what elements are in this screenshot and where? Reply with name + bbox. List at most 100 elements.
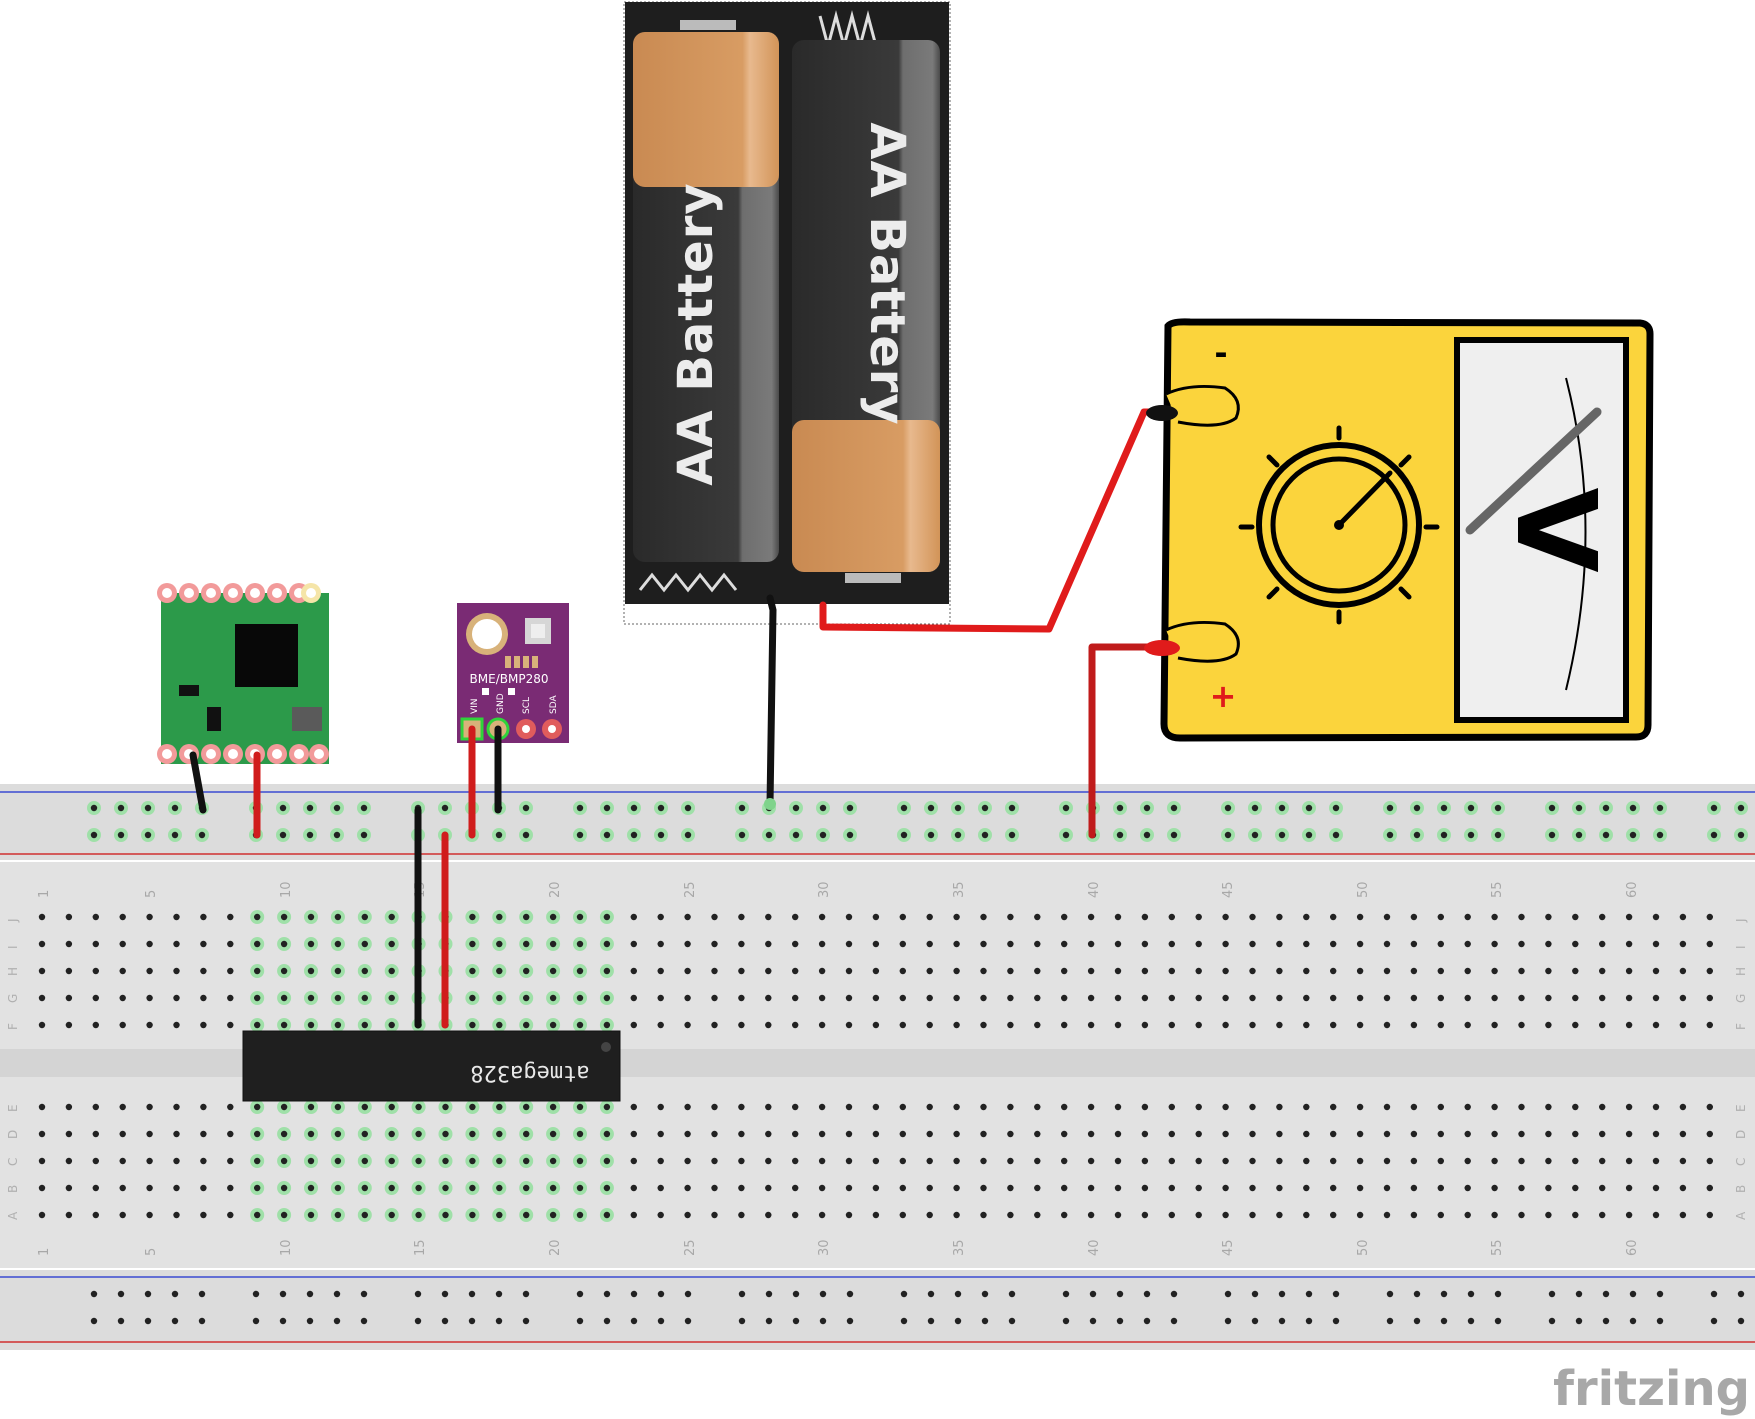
breadboard-hole[interactable] (630, 1157, 637, 1165)
breadboard-hole[interactable] (818, 940, 826, 948)
rail-hole[interactable] (1413, 804, 1421, 812)
breadboard-hole[interactable] (1545, 1021, 1552, 1029)
breadboard-hole[interactable] (1706, 940, 1714, 948)
breadboard-hole[interactable] (280, 967, 288, 975)
rail-hole[interactable] (90, 831, 98, 839)
breadboard-hole[interactable] (119, 1103, 126, 1111)
rail-hole[interactable] (603, 831, 611, 839)
breadboard-hole[interactable] (1464, 1103, 1471, 1111)
breadboard-hole[interactable] (576, 994, 584, 1002)
breadboard-hole[interactable] (899, 1103, 906, 1111)
breadboard-hole[interactable] (1195, 913, 1202, 921)
rail-hole[interactable] (1386, 804, 1394, 812)
breadboard-hole[interactable] (711, 994, 718, 1002)
breadboard-hole[interactable] (1652, 1211, 1660, 1219)
breadboard-hole[interactable] (1652, 1021, 1660, 1029)
breadboard-hole[interactable] (146, 940, 153, 948)
breadboard-hole[interactable] (845, 913, 853, 921)
rail-hole[interactable] (1251, 804, 1259, 812)
breadboard-hole[interactable] (469, 913, 476, 921)
rail-hole[interactable] (198, 831, 206, 839)
breadboard-hole[interactable] (1222, 1184, 1229, 1192)
breadboard-hole[interactable] (200, 913, 207, 921)
rail-hole[interactable] (981, 831, 989, 839)
breadboard-hole[interactable] (818, 1184, 826, 1192)
rail-hole[interactable] (846, 1317, 854, 1325)
breadboard-hole[interactable] (980, 1157, 987, 1165)
breadboard-hole[interactable] (415, 1157, 422, 1165)
breadboard-hole[interactable] (1652, 1184, 1660, 1192)
rail-hole[interactable] (117, 831, 125, 839)
breadboard-hole[interactable] (1356, 1157, 1364, 1165)
breadboard-hole[interactable] (65, 1130, 73, 1138)
rail-hole[interactable] (1737, 831, 1745, 839)
breadboard-hole[interactable] (980, 913, 987, 921)
breadboard-hole[interactable] (1114, 967, 1122, 975)
rail-hole[interactable] (414, 1290, 422, 1298)
breadboard-hole[interactable] (792, 1211, 799, 1219)
breadboard-hole[interactable] (1464, 967, 1471, 975)
breadboard-hole[interactable] (65, 1157, 73, 1165)
rail-hole[interactable] (1494, 1317, 1502, 1325)
breadboard-hole[interactable] (1706, 1211, 1714, 1219)
rail-hole[interactable] (1467, 1317, 1475, 1325)
breadboard-hole[interactable] (1303, 1211, 1310, 1219)
rail-hole[interactable] (981, 1317, 989, 1325)
rail-hole[interactable] (333, 1290, 341, 1298)
breadboard-hole[interactable] (1410, 1021, 1418, 1029)
breadboard-hole[interactable] (1114, 1211, 1122, 1219)
breadboard-hole[interactable] (227, 1157, 234, 1165)
breadboard-hole[interactable] (415, 1184, 422, 1192)
breadboard-hole[interactable] (1545, 994, 1552, 1002)
rail-hole[interactable] (1548, 831, 1556, 839)
rail-hole[interactable] (468, 1290, 476, 1298)
breadboard-hole[interactable] (307, 994, 315, 1002)
breadboard-hole[interactable] (38, 913, 46, 921)
breadboard-hole[interactable] (119, 967, 126, 975)
breadboard-hole[interactable] (1168, 1211, 1176, 1219)
breadboard-hole[interactable] (684, 1103, 691, 1111)
breadboard-hole[interactable] (254, 1130, 261, 1138)
breadboard-hole[interactable] (146, 913, 153, 921)
breadboard-hole[interactable] (845, 1130, 853, 1138)
breadboard-hole[interactable] (1249, 913, 1256, 921)
breadboard-hole[interactable] (496, 967, 503, 975)
breadboard-hole[interactable] (388, 1211, 395, 1219)
breadboard-hole[interactable] (845, 994, 853, 1002)
rail-hole[interactable] (657, 1317, 665, 1325)
breadboard-hole[interactable] (65, 967, 73, 975)
breadboard-hole[interactable] (1276, 1157, 1283, 1165)
breadboard-hole[interactable] (1437, 994, 1445, 1002)
breadboard-hole[interactable] (1114, 940, 1122, 948)
breadboard-hole[interactable] (280, 913, 288, 921)
breadboard-hole[interactable] (953, 967, 960, 975)
breadboard-hole[interactable] (415, 1130, 422, 1138)
breadboard-hole[interactable] (792, 1184, 799, 1192)
breadboard-hole[interactable] (603, 967, 611, 975)
breadboard-hole[interactable] (845, 1211, 853, 1219)
breadboard-hole[interactable] (146, 1103, 153, 1111)
breadboard-hole[interactable] (1356, 994, 1364, 1002)
probe-socket-positive[interactable] (1165, 621, 1240, 663)
rail-hole[interactable] (171, 804, 179, 812)
breadboard-hole[interactable] (549, 1211, 557, 1219)
breadboard-hole[interactable] (980, 1184, 987, 1192)
rail-hole[interactable] (792, 804, 800, 812)
breadboard-hole[interactable] (1518, 940, 1525, 948)
breadboard-hole[interactable] (684, 1211, 691, 1219)
breadboard-hole[interactable] (603, 1103, 611, 1111)
breadboard-hole[interactable] (953, 1103, 960, 1111)
breadboard-hole[interactable] (630, 967, 637, 975)
breadboard-hole[interactable] (926, 1130, 933, 1138)
rail-hole[interactable] (927, 1290, 935, 1298)
rail-hole[interactable] (1170, 1290, 1178, 1298)
breadboard-hole[interactable] (1330, 1157, 1337, 1165)
breadboard-hole[interactable] (657, 1184, 664, 1192)
breadboard-hole[interactable] (1437, 1103, 1445, 1111)
breadboard-hole[interactable] (1330, 994, 1337, 1002)
breadboard-hole[interactable] (1437, 1157, 1445, 1165)
breadboard-hole[interactable] (1625, 1130, 1633, 1138)
breadboard-hole[interactable] (65, 913, 73, 921)
rail-hole[interactable] (144, 1317, 152, 1325)
breadboard-hole[interactable] (173, 1184, 180, 1192)
